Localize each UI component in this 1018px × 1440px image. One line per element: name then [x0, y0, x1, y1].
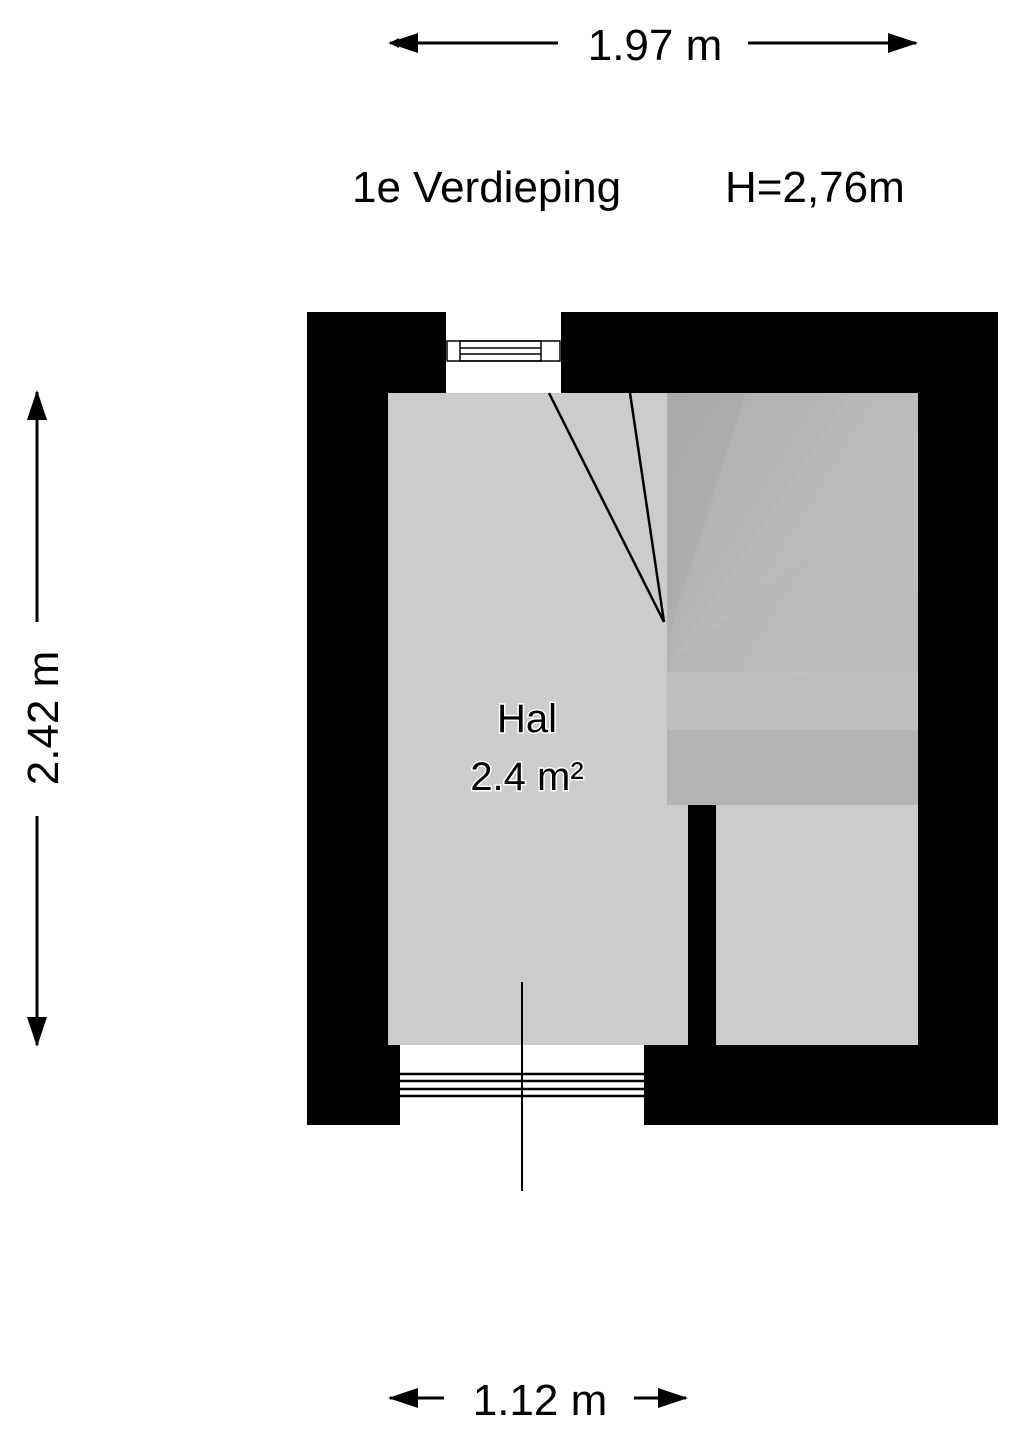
- room-area: 2.4 m²: [470, 755, 583, 799]
- dimension-bottom: 1.12 m: [388, 1376, 688, 1425]
- room-name: Hal: [497, 697, 557, 741]
- stairs: [667, 393, 918, 805]
- dimension-bottom-label: 1.12 m: [473, 1376, 608, 1425]
- floor-height: H=2,76m: [725, 163, 905, 212]
- top-window-opening: [446, 312, 561, 393]
- top-window: [446, 340, 561, 362]
- dimension-left-label: 2.42 m: [19, 651, 68, 786]
- dimension-left: 2.42 m: [19, 390, 68, 1047]
- door-swing: [547, 392, 666, 623]
- room-hal: [388, 393, 688, 1045]
- floor-title: 1e Verdieping: [352, 163, 621, 212]
- dimension-top: 1.97 m: [388, 21, 918, 70]
- dimension-top-label: 1.97 m: [588, 21, 723, 70]
- storage-room: [716, 805, 918, 1045]
